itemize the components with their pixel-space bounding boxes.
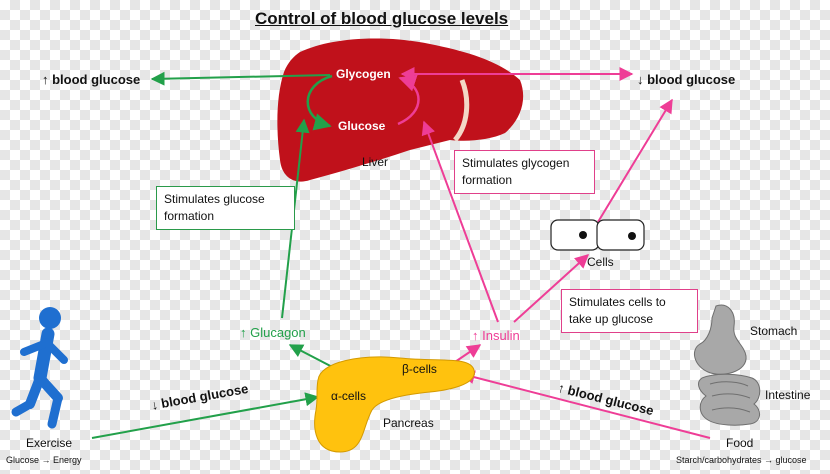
cells-label: Cells bbox=[587, 255, 614, 269]
exercise-to-alpha-arrow bbox=[91, 392, 320, 439]
intestine-label: Intestine bbox=[765, 388, 811, 402]
insulin-label: ↑ Insulin bbox=[472, 328, 520, 343]
pancreas-label: Pancreas bbox=[383, 416, 434, 430]
arrow-to-raise-glucose bbox=[150, 71, 331, 86]
runner-icon bbox=[11, 307, 68, 429]
exercise-sub-label: Glucose → Energy bbox=[6, 455, 82, 465]
stimulates-glycogen-box: Stimulates glycogen formation bbox=[454, 150, 595, 194]
cells-to-lower-glucose-arrow bbox=[597, 98, 673, 223]
beta-cells-label: β-cells bbox=[402, 362, 437, 376]
stomach-label: Stomach bbox=[750, 324, 798, 338]
insulin-to-cells-arrow bbox=[513, 254, 590, 323]
liver-label: Liver bbox=[362, 155, 389, 169]
lower-glucose-label: ↓ blood glucose bbox=[637, 72, 736, 87]
pancreas-shape bbox=[314, 356, 475, 453]
page-title: Control of blood glucose levels bbox=[255, 9, 509, 28]
food-label: Food bbox=[726, 436, 754, 450]
stimulates-cells-box: Stimulates cells to take up glucose bbox=[561, 289, 698, 333]
glucagon-label: ↑ Glucagon bbox=[240, 325, 306, 340]
food-to-beta-arrow bbox=[460, 370, 711, 439]
food-sub-label: Starch/carbohydrates → glucose bbox=[676, 455, 807, 465]
stimulates-glucose-box: Stimulates glucose formation bbox=[156, 186, 295, 230]
glucose-label: Glucose bbox=[338, 119, 386, 133]
exercise-label: Exercise bbox=[26, 436, 73, 450]
alpha-cells-label: α-cells bbox=[331, 389, 366, 403]
glycogen-to-glucose-arrow bbox=[306, 74, 333, 131]
raise-glucose-label: ↑ blood glucose bbox=[42, 72, 141, 87]
digestive-organs-icon bbox=[693, 304, 761, 426]
cells-icon bbox=[550, 219, 645, 251]
insulin-to-liver-arrow bbox=[421, 120, 499, 323]
glycogen-label: Glycogen bbox=[336, 67, 391, 81]
